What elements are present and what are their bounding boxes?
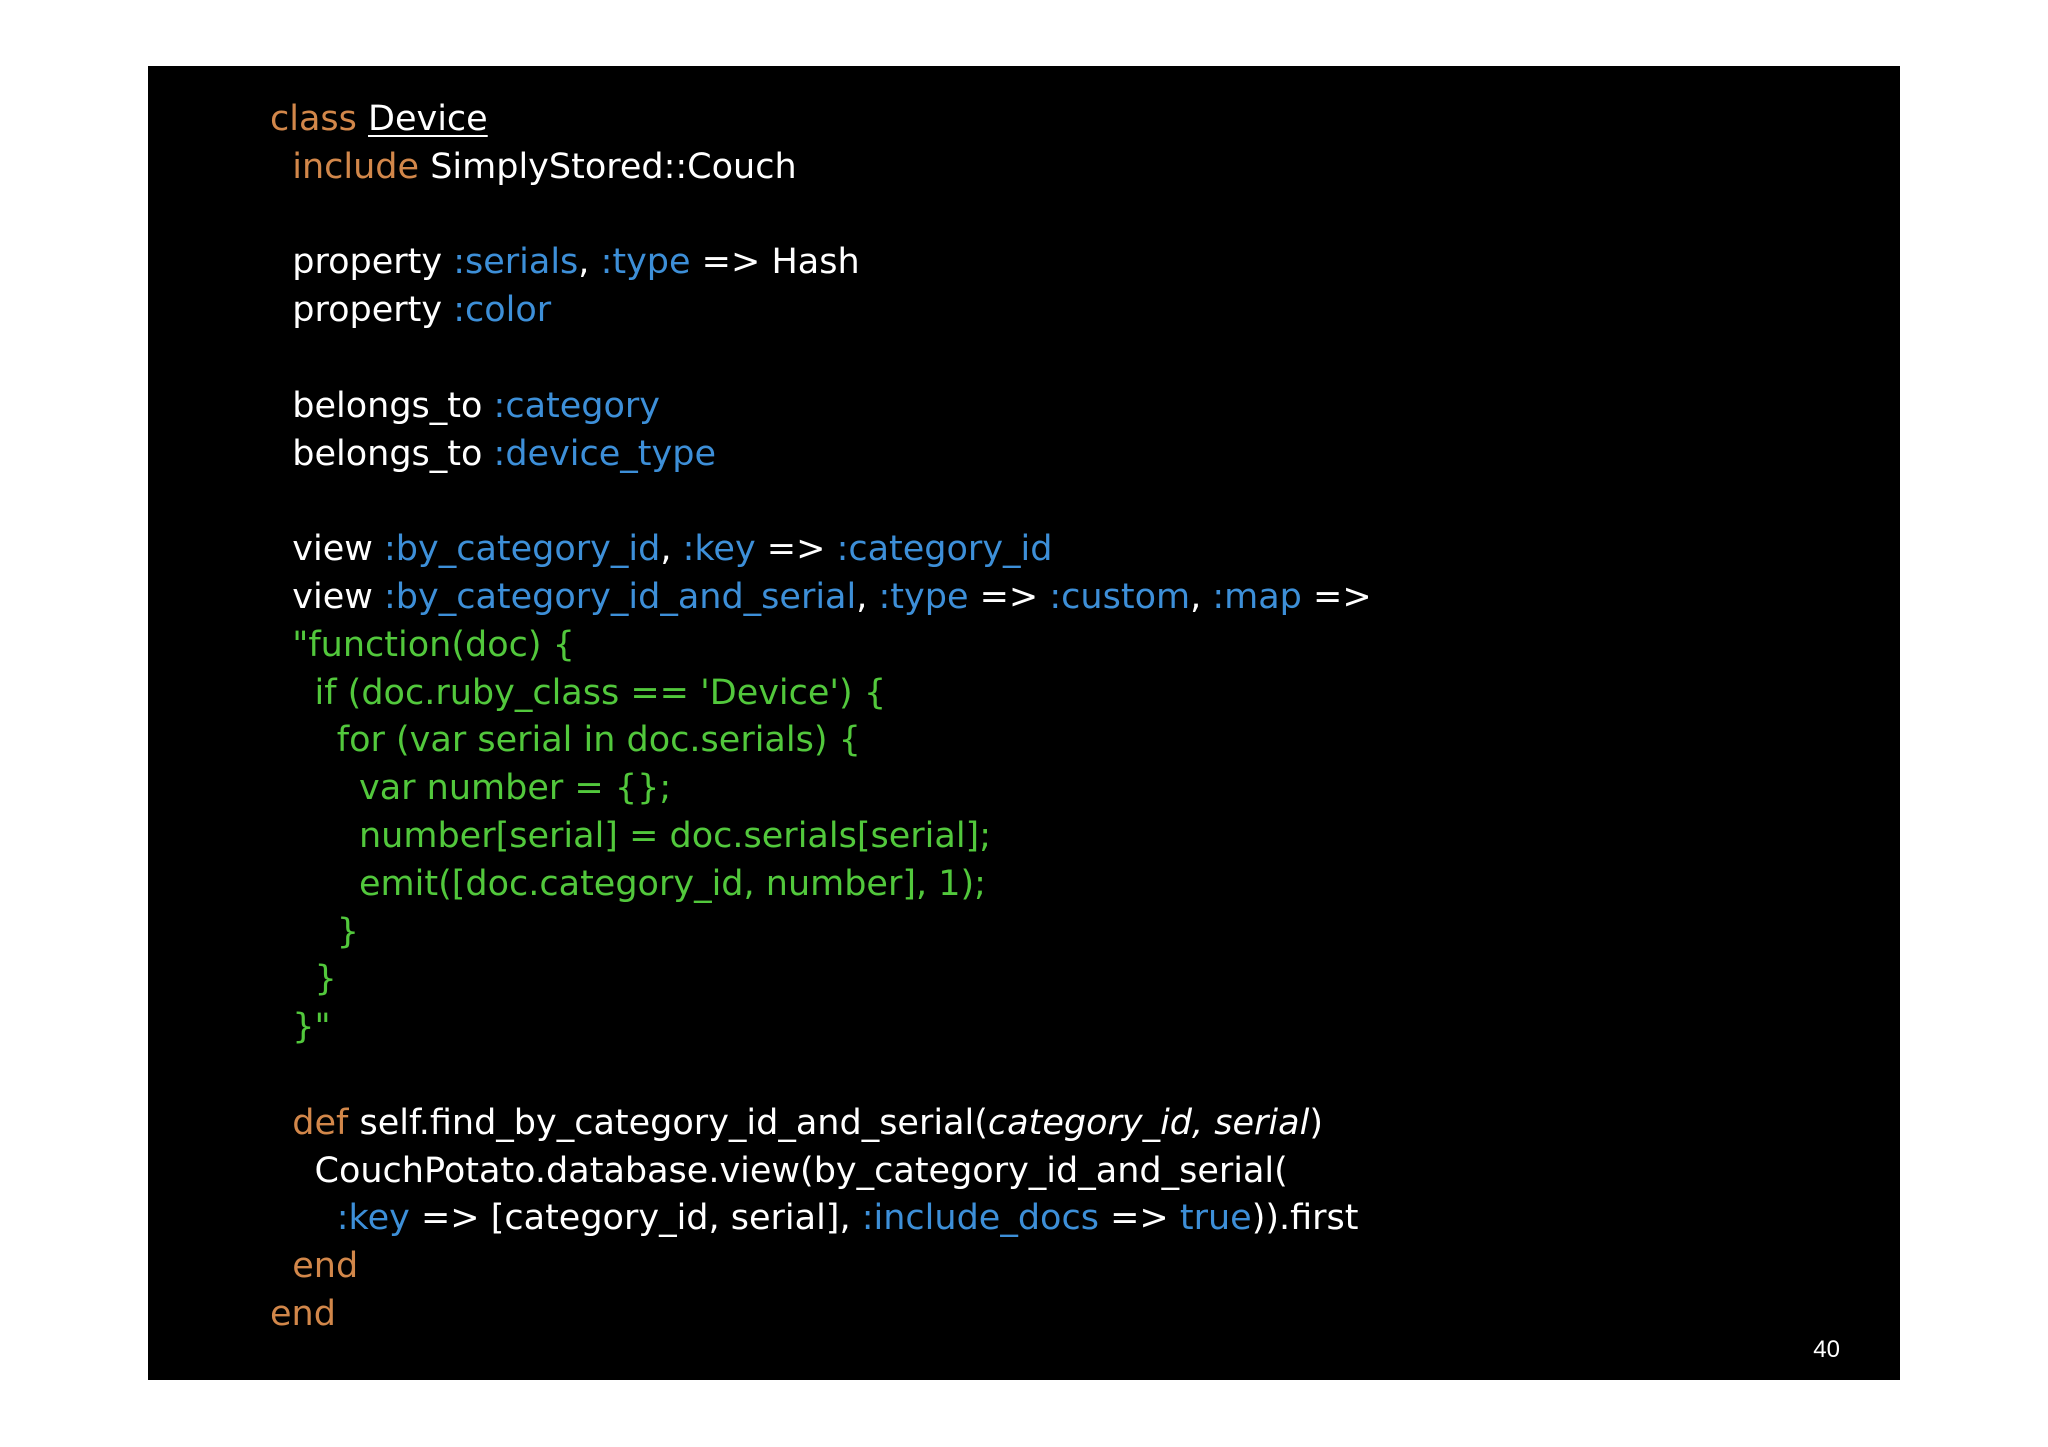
code-token: :key <box>682 529 756 570</box>
code-token: => <box>968 576 1050 617</box>
code-token: , <box>578 242 601 283</box>
code-line: CouchPotato.database.view(by_category_id… <box>270 1148 1372 1196</box>
code-token: => <box>1301 576 1372 617</box>
code-token: => <box>1098 1198 1180 1239</box>
code-line <box>270 335 1372 383</box>
code-token: Device <box>368 99 488 139</box>
code-token: } <box>270 959 337 1000</box>
code-token: number[serial] = doc.serials[serial]; <box>270 815 991 856</box>
code-token: :category <box>493 385 661 426</box>
code-token: "function(doc) { <box>270 624 575 665</box>
code-line: }" <box>270 1004 1372 1052</box>
code-line: end <box>270 1291 1372 1339</box>
code-line <box>270 192 1372 240</box>
code-token: , <box>1190 576 1213 617</box>
code-line: for (var serial in doc.serials) { <box>270 717 1372 765</box>
code-token: => [category_id, serial], <box>409 1198 862 1239</box>
code-token: , <box>856 576 879 617</box>
code-token: :type <box>878 576 969 617</box>
code-line: property :color <box>270 287 1372 335</box>
code-line: property :serials, :type => Hash <box>270 239 1372 287</box>
code-token: :color <box>453 290 552 331</box>
code-token: :by_category_id <box>383 529 661 570</box>
code-line: def self.find_by_category_id_and_serial(… <box>270 1100 1372 1148</box>
slide: class Device include SimplyStored::Couch… <box>148 66 1900 1380</box>
code-line: number[serial] = doc.serials[serial]; <box>270 813 1372 861</box>
code-line: if (doc.ruby_class == 'Device') { <box>270 670 1372 718</box>
code-token: CouchPotato.database.view(by_category_id… <box>270 1150 1288 1191</box>
code-token: view <box>270 529 384 570</box>
code-token: var number = {}; <box>270 768 672 809</box>
code-line <box>270 1052 1372 1100</box>
code-token: property <box>270 242 454 283</box>
code-token: end <box>270 1293 336 1334</box>
code-token: category_id, serial <box>987 1102 1310 1143</box>
code-line <box>270 478 1372 526</box>
code-token <box>270 1198 337 1238</box>
code-token: SimplyStored::Couch <box>430 146 797 187</box>
code-token: :serials <box>453 242 579 283</box>
code-line: view :by_category_id_and_serial, :type =… <box>270 574 1372 622</box>
code-token: true <box>1179 1198 1252 1239</box>
code-token: } <box>270 911 360 952</box>
code-token: class <box>270 99 369 139</box>
code-token: :custom <box>1049 576 1191 617</box>
code-token: self.find_by_category_id_and_serial( <box>359 1102 988 1143</box>
code-token: , <box>660 529 683 570</box>
code-token: :map <box>1212 576 1302 617</box>
code-block: class Device include SimplyStored::Couch… <box>270 96 1372 1339</box>
code-token: :key <box>336 1198 410 1239</box>
code-line: :key => [category_id, serial], :include_… <box>270 1195 1372 1243</box>
code-token: end <box>270 1246 359 1287</box>
code-token: view <box>270 576 384 617</box>
code-line: include SimplyStored::Couch <box>270 144 1372 192</box>
code-token: emit([doc.category_id, number], 1); <box>270 863 986 904</box>
code-token: }" <box>270 1007 331 1048</box>
code-token: def <box>270 1102 360 1143</box>
code-token: if (doc.ruby_class == 'Device') { <box>270 672 887 713</box>
code-token: )).first <box>1251 1198 1359 1239</box>
code-line: end <box>270 1243 1372 1291</box>
code-line: var number = {}; <box>270 765 1372 813</box>
code-line: } <box>270 909 1372 957</box>
code-token: :include_docs <box>861 1198 1099 1239</box>
page-number: 40 <box>1813 1336 1840 1363</box>
code-token: => <box>755 529 837 570</box>
code-token: belongs_to <box>270 385 494 426</box>
code-token: property <box>270 290 454 331</box>
code-line: emit([doc.category_id, number], 1); <box>270 861 1372 909</box>
code-token: :type <box>600 242 691 283</box>
code-token: => Hash <box>690 242 860 283</box>
code-token: :device_type <box>493 433 716 474</box>
code-token: ) <box>1309 1102 1323 1143</box>
code-line: view :by_category_id, :key => :category_… <box>270 526 1372 574</box>
code-line: belongs_to :category <box>270 383 1372 431</box>
code-line: belongs_to :device_type <box>270 431 1372 479</box>
code-token: :by_category_id_and_serial <box>383 576 857 617</box>
code-line: } <box>270 956 1372 1004</box>
code-token: include <box>270 146 431 187</box>
code-line: "function(doc) { <box>270 622 1372 670</box>
code-token: for (var serial in doc.serials) { <box>270 720 861 761</box>
code-token: :category_id <box>836 529 1053 570</box>
code-token: belongs_to <box>270 433 494 474</box>
code-line: class Device <box>270 96 1372 144</box>
